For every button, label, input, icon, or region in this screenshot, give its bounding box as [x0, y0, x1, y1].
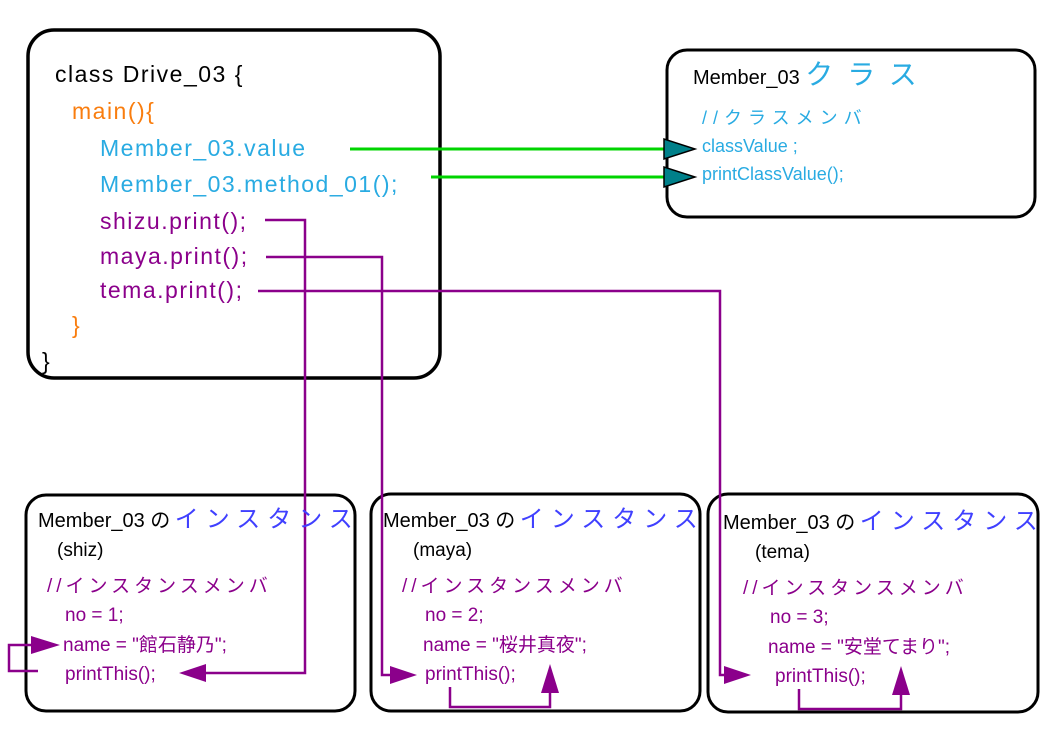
instance-title-kind: インスタンス — [860, 508, 1045, 535]
instance-maya-content: Member_03 の インスタンス (maya) //インスタンスメンバ no… — [383, 506, 705, 685]
selfcall-loop-shiz — [7, 636, 60, 673]
instance-shiz-title: Member_03 の インスタンス — [38, 506, 360, 533]
instance-maya-comment: //インスタンスメンバ — [402, 575, 627, 597]
instance-shiz-field-no: no = 1; — [65, 605, 124, 626]
instance-tema-title: Member_03 の インスタンス — [723, 508, 1045, 535]
instance-box-shiz — [24, 493, 357, 713]
instance-shiz-content: Member_03 の インスタンス (shiz) //インスタンスメンバ no… — [38, 506, 360, 685]
arrow-tema-print-call — [258, 289, 751, 684]
instance-title-name: Member_03 の — [38, 510, 170, 532]
instance-shiz-varname: (shiz) — [57, 540, 103, 561]
selfcall-loop-maya — [448, 664, 559, 709]
arrow-line — [206, 218, 307, 675]
instance-maya-field-no: no = 2; — [425, 605, 484, 626]
driver-class-close: } — [42, 348, 51, 374]
arrowhead-maya-printthis — [390, 666, 417, 684]
stmt-maya-print: maya.print(); — [100, 243, 249, 269]
class-method-printclassvalue: printClassValue(); — [702, 164, 844, 184]
instance-title-name: Member_03 の — [383, 510, 515, 532]
instance-maya-field-name: name = "桜井真夜"; — [423, 634, 587, 656]
arrow-shizu-print-call — [179, 218, 307, 682]
instance-box-tema — [706, 492, 1040, 714]
stmt-class-method: Member_03.method_01(); — [100, 171, 399, 197]
loop-line — [797, 689, 903, 711]
instance-title-kind: インスタンス — [520, 506, 705, 533]
instance-tema-content: Member_03 の インスタンス (tema) //インスタンスメンバ no… — [723, 508, 1045, 687]
member-class-content: Member_03 クラス //クラスメンバ classValue ; prin… — [693, 59, 931, 184]
instance-box-maya — [369, 492, 702, 713]
instance-title-name: Member_03 の — [723, 512, 855, 534]
arrow-class-method-access — [431, 165, 698, 189]
instance-shiz-field-name: name = "館石静乃"; — [63, 634, 227, 656]
driver-header: class Drive_03 { — [55, 61, 244, 87]
instance-shiz-comment: //インスタンスメンバ — [47, 575, 272, 597]
instance-maya-method: printThis(); — [425, 664, 516, 685]
arrowhead-classvalue — [663, 137, 698, 161]
arrowhead-shiz-printthis — [179, 664, 206, 682]
instance-tema-method: printThis(); — [775, 666, 866, 687]
instance-tema-field-no: no = 3; — [770, 607, 829, 628]
instance-maya-title: Member_03 の インスタンス — [383, 506, 705, 533]
arrow-maya-print-call — [266, 255, 417, 684]
arrowhead-printclassvalue — [663, 165, 698, 189]
class-box-title: Member_03 クラス — [693, 59, 931, 90]
instance-title-kind: インスタンス — [175, 506, 360, 533]
arrow-line — [258, 289, 724, 677]
driver-main-close: } — [72, 312, 81, 338]
loop-line — [7, 643, 38, 673]
stmt-class-value: Member_03.value — [100, 135, 307, 161]
instance-tema-comment: //インスタンスメンバ — [743, 577, 968, 599]
arrowhead-tema-printthis — [724, 666, 751, 684]
class-title-kind: クラス — [805, 59, 930, 90]
arrow-line — [266, 255, 390, 677]
class-members-comment: //クラスメンバ — [702, 108, 868, 128]
arrowhead-maya-name — [541, 664, 559, 693]
selfcall-loop-tema — [797, 666, 910, 711]
instance-shiz-method: printThis(); — [65, 664, 156, 685]
class-field-classvalue: classValue ; — [702, 136, 798, 156]
instance-maya-varname: (maya) — [413, 540, 472, 561]
driver-main-open: main(){ — [72, 98, 155, 124]
class-title-name: Member_03 — [693, 67, 805, 89]
stmt-shizu-print: shizu.print(); — [100, 208, 248, 234]
driver-class-code: class Drive_03 { main(){ Member_03.value… — [42, 61, 399, 374]
member-class-box — [665, 48, 1037, 219]
stmt-tema-print: tema.print(); — [100, 277, 243, 303]
loop-line — [448, 687, 552, 709]
arrowhead-tema-name — [892, 666, 910, 695]
arrowhead-shiz-name — [31, 636, 60, 654]
arrow-class-value-access — [350, 137, 698, 161]
instance-tema-varname: (tema) — [755, 542, 810, 563]
instance-tema-field-name: name = "安堂てまり"; — [768, 636, 950, 658]
